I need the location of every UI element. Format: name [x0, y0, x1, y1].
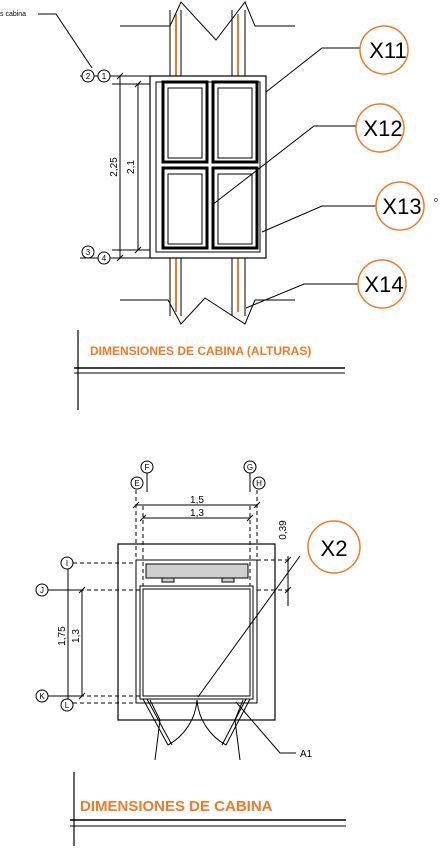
svg-text:X13: X13	[382, 194, 421, 219]
depth-outer-label: 1,75	[57, 626, 68, 646]
axis-marker-k: K	[39, 692, 45, 701]
section-title-top: DIMENSIONES DE CABINA (ALTURAS)	[90, 344, 311, 358]
title-block-bottom: DIMENSIONES DE CABINA	[70, 772, 346, 846]
door-panel-lower-right	[211, 166, 259, 250]
axis-marker-h: H	[256, 479, 262, 488]
axis-markers-bottom: F E G H I J K L	[35, 460, 266, 712]
width-inner-label: 1,3	[190, 508, 204, 519]
cabin-outline	[135, 559, 258, 704]
door-swing	[142, 698, 251, 761]
axis-marker-l: L	[65, 701, 70, 710]
side-text-fragment: o	[434, 197, 438, 204]
title-block-top: DIMENSIONES DE CABINA (ALTURAS)	[74, 330, 345, 410]
callout-x13: X13	[261, 181, 425, 233]
callout-x11: X11	[265, 25, 409, 93]
width-outer-label: 1,5	[190, 495, 204, 506]
leader-a1: A1	[235, 701, 313, 760]
axis-marker-j: J	[40, 586, 44, 595]
height-outer-label: 2,25	[109, 157, 120, 177]
callout-x12: X12	[211, 103, 405, 206]
width-dimensions	[132, 490, 261, 586]
top-elevation: 2,25 2,1 2 1 3 4 s cabina o X11 X1	[0, 1, 438, 410]
axis-marker-2: 2	[86, 72, 91, 81]
svg-text:X2: X2	[321, 536, 348, 561]
height-inner-label: 2,1	[126, 160, 137, 174]
door-panel-upper-left	[161, 80, 209, 164]
axis-marker-g: G	[247, 463, 253, 472]
callout-x14: X14	[245, 259, 407, 309]
door-panel-lower-left	[161, 166, 209, 250]
bottom-plan: 1,5 1,3 1,75 1,3 0,39	[35, 460, 361, 846]
svg-text:X12: X12	[363, 116, 402, 141]
top-offset-label: 0,39	[278, 520, 289, 540]
axis-marker-f: F	[145, 463, 150, 472]
svg-text:X11: X11	[369, 38, 407, 63]
door-panel-upper-right	[211, 80, 259, 164]
cabin-label-truncated: s cabina	[0, 11, 26, 18]
height-dimensions	[96, 72, 150, 262]
label-leader	[38, 13, 93, 69]
shaft-outer-wall	[117, 543, 276, 721]
callout-x2: X2	[197, 520, 361, 698]
cabin-frame	[149, 75, 267, 259]
svg-text:X14: X14	[364, 272, 403, 297]
axis-marker-3: 3	[86, 248, 91, 257]
axis-marker-i: I	[66, 559, 68, 568]
axis-marker-e: E	[134, 479, 139, 488]
axis-markers-top: 2 1 3 4	[80, 69, 111, 265]
shaft-walls-upper	[120, 1, 295, 76]
shaft-walls-lower	[120, 258, 295, 325]
depth-inner-label: 1,3	[71, 629, 82, 643]
counterweight-rail	[145, 563, 249, 583]
leader-label-a1: A1	[300, 749, 313, 760]
axis-marker-4: 4	[102, 254, 107, 263]
axis-marker-1: 1	[102, 72, 107, 81]
section-title-bottom: DIMENSIONES DE CABINA	[80, 798, 273, 815]
